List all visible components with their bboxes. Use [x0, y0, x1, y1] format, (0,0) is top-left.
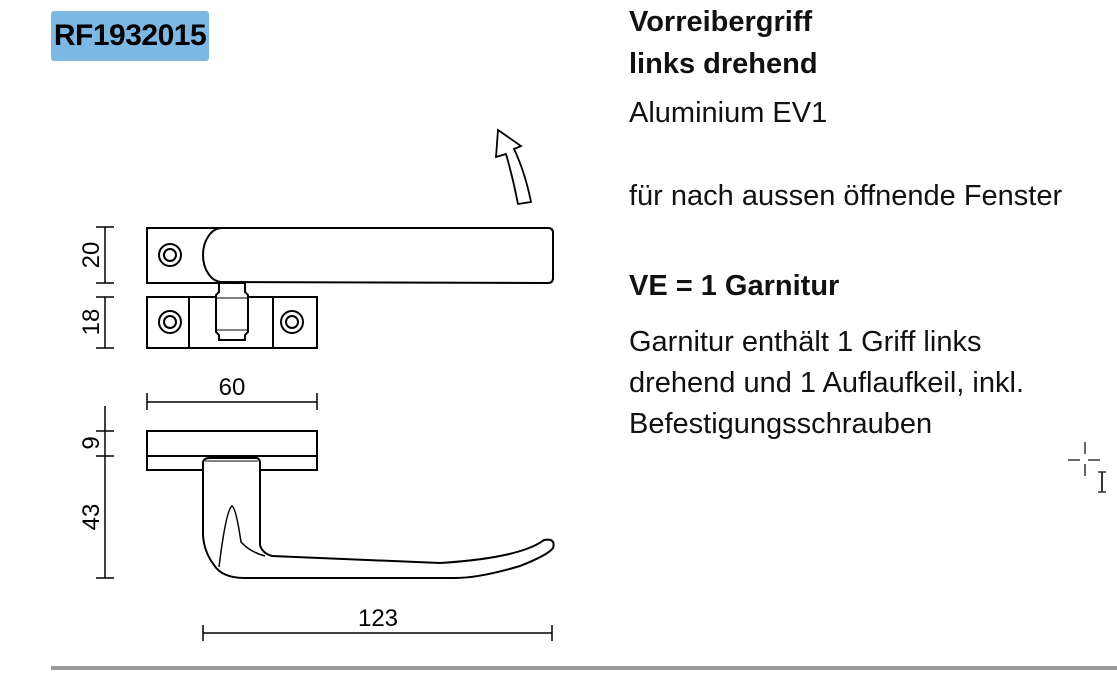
spindle: [215, 282, 249, 341]
dimension-lines-top: [96, 226, 553, 641]
dim-plate-height: 18: [78, 309, 105, 336]
contents-line3: Befestigungsschrauben: [629, 408, 933, 440]
contents-line1: Garnitur enthält 1 Griff links: [629, 326, 982, 358]
packing-unit: VE = 1 Garnitur: [629, 270, 840, 302]
lever-side-view: [202, 457, 555, 579]
top-view: [146, 227, 554, 349]
dim-lever-height: 43: [78, 504, 105, 531]
side-view: [146, 430, 555, 579]
dim-lever-length: 123: [358, 605, 398, 632]
crosshair-cursor-icon: [1066, 440, 1116, 500]
bottom-divider: [51, 666, 1117, 670]
article-number-badge: RF1932015: [51, 11, 209, 61]
product-title-line2: links drehend: [629, 48, 818, 80]
handle-top-view: [202, 227, 554, 285]
product-usage: für nach aussen öffnende Fenster: [629, 180, 1063, 212]
product-title-line1: Vorreibergriff: [629, 6, 813, 38]
dim-handle-height: 20: [78, 242, 105, 269]
dim-width: 60: [219, 374, 246, 401]
product-material: Aluminium EV1: [629, 97, 828, 129]
dim-plate-thickness: 9: [78, 436, 105, 449]
rotation-arrow-icon: [495, 128, 533, 206]
contents-line2: drehend und 1 Auflaufkeil, inkl.: [629, 367, 1024, 399]
